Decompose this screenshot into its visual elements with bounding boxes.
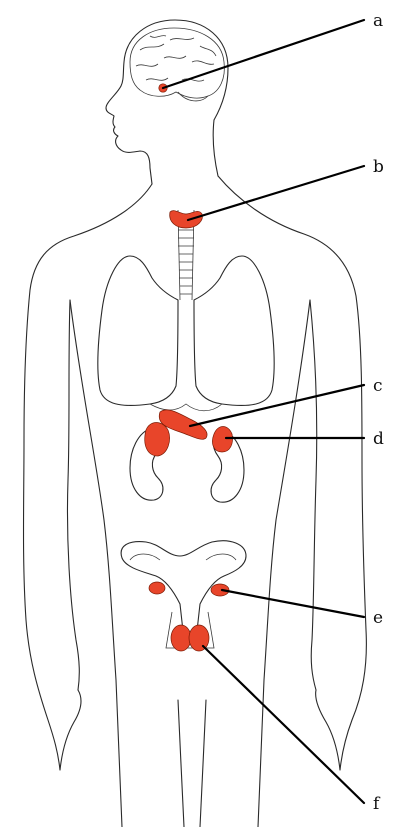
brain	[130, 28, 224, 101]
left-arm-inner	[67, 300, 79, 690]
left-testis	[171, 625, 191, 651]
left-adrenal-gland	[145, 423, 170, 457]
inner-leg-left	[178, 700, 184, 827]
label-c: c	[373, 376, 383, 396]
leader-e	[222, 590, 364, 617]
glands	[145, 84, 233, 651]
label-b: b	[373, 157, 384, 177]
left-lung	[98, 256, 178, 405]
leader-c	[190, 385, 364, 426]
lungs	[98, 256, 274, 411]
left-ovary	[149, 582, 165, 594]
torso-outline	[24, 184, 153, 770]
right-arm-inner	[310, 300, 317, 690]
right-testis	[189, 625, 209, 651]
left-hand	[60, 690, 81, 770]
label-a: a	[373, 11, 383, 31]
labels: a b c d e f	[373, 11, 384, 814]
right-adrenal-gland	[212, 427, 232, 453]
cerebellum	[178, 92, 208, 101]
thyroid-gland	[170, 211, 203, 228]
label-d: d	[373, 429, 384, 449]
tubes	[130, 554, 236, 560]
leader-b	[188, 166, 364, 220]
trachea-rings	[178, 222, 194, 294]
diaphragm	[150, 404, 222, 411]
label-e: e	[373, 608, 383, 628]
leader-f	[203, 646, 364, 803]
inner-leg-right	[200, 700, 206, 827]
left-waist	[70, 300, 122, 827]
head-outline	[106, 20, 228, 184]
neck-back	[213, 120, 218, 176]
label-f: f	[373, 794, 381, 814]
right-waist	[258, 300, 310, 827]
right-lung	[194, 256, 274, 405]
